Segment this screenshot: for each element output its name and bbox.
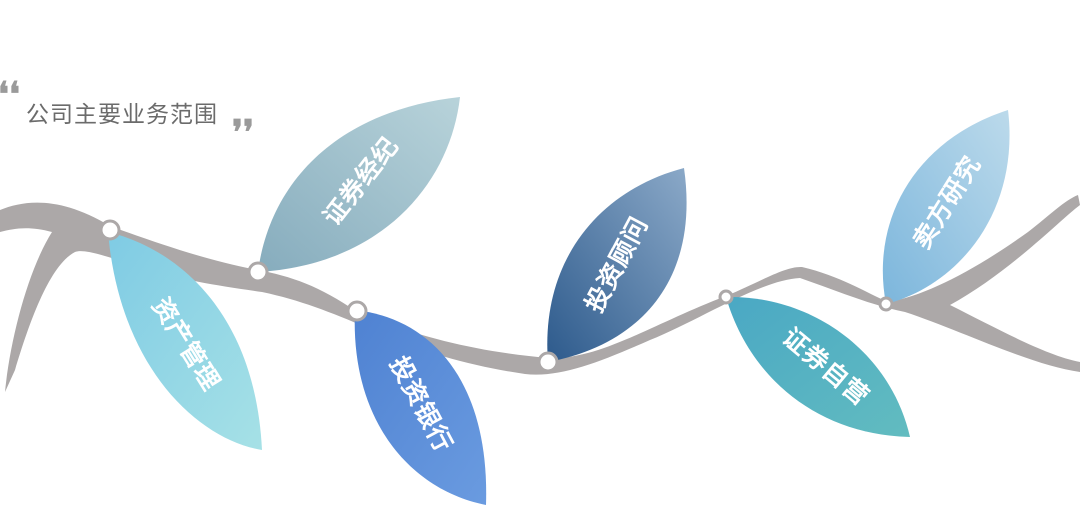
main-branch: [0, 195, 1080, 392]
leaf-investment-banking: 投资银行: [354, 310, 487, 505]
branch-node: [346, 300, 368, 322]
tree-branch: [0, 195, 1080, 392]
section-title-block: ❛❛ 公司主要业务范围 ❜❜: [0, 75, 270, 150]
branch-node: [99, 219, 121, 241]
leaf-proprietary-trading: 证券自营: [726, 296, 910, 437]
branch-node: [878, 296, 894, 312]
leaf-sell-side-research: 卖方研究: [882, 110, 1010, 304]
section-title: 公司主要业务范围: [26, 102, 218, 128]
branch-nodes: [99, 219, 894, 373]
leaf-asset-management: 资产管理: [108, 232, 262, 450]
open-quote-icon: ❛❛: [0, 75, 20, 115]
leaf-securities-brokerage: 证券经纪: [258, 97, 460, 272]
branch-node: [247, 261, 269, 283]
branch-node: [718, 289, 734, 305]
close-quote-icon: ❜❜: [232, 113, 254, 153]
leaf-investment-advisory: 投资顾问: [547, 168, 687, 362]
branch-node: [537, 351, 559, 373]
